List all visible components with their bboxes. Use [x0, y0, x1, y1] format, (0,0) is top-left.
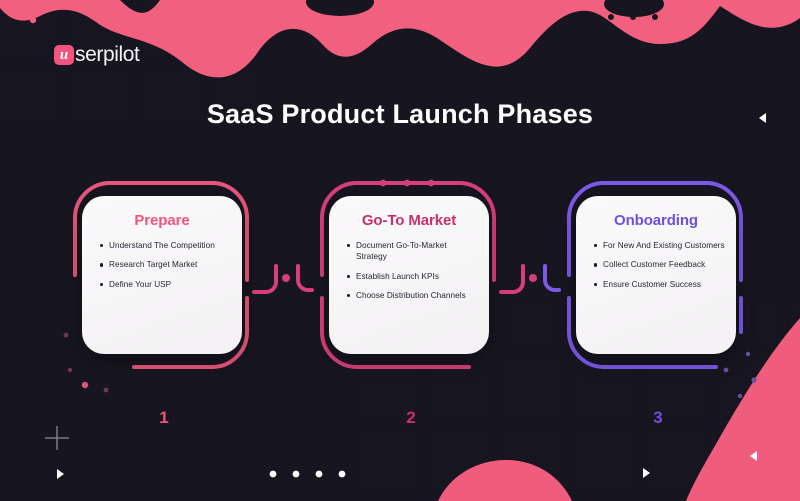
bullet-item: For New And Existing Customers — [594, 240, 726, 251]
scatter-dots-left — [63, 332, 109, 393]
phase-ring-1 — [72, 180, 250, 370]
phase-ring-3 — [566, 180, 744, 370]
phase-number-2: 2 — [406, 408, 416, 427]
phase-content-1: Prepare Understand The Competition Resea… — [82, 196, 242, 354]
connector-phase1-phase2 — [252, 180, 314, 380]
phase-bullets-1: Understand The Competition Research Targ… — [82, 240, 242, 290]
phase-title-1: Prepare — [134, 212, 190, 229]
bottom-dot-row — [269, 470, 346, 478]
bullet-item: Ensure Customer Success — [594, 279, 726, 290]
phase-content-2: Go-To Market Document Go-To-Market Strat… — [329, 196, 489, 354]
logo-mark-icon: u — [54, 45, 74, 65]
logo-wordmark: serpilot — [75, 43, 140, 66]
userpilot-logo[interactable]: u serpilot — [54, 43, 140, 67]
page-title: SaaS Product Launch Phases — [206, 99, 594, 129]
triangle-marker-left-icon — [57, 469, 64, 479]
bullet-item: Understand The Competition — [100, 240, 232, 251]
phase-card-2[interactable]: Go-To Market Document Go-To-Market Strat… — [311, 179, 511, 427]
phase-card-1[interactable]: Prepare Understand The Competition Resea… — [64, 180, 264, 427]
phase-bullets-2: Document Go-To-Market Strategy Establish… — [329, 240, 489, 302]
phase-list: Prepare Understand The Competition Resea… — [0, 179, 800, 430]
phase-title-3: Onboarding — [614, 212, 698, 229]
phase-content-3: Onboarding For New And Existing Customer… — [576, 196, 736, 354]
triangle-marker-top-icon — [759, 113, 766, 123]
triangle-marker-right-icon — [750, 451, 757, 461]
phase-number-1: 1 — [159, 408, 169, 427]
bullet-item: Choose Distribution Channels — [347, 290, 479, 301]
triangle-marker-mid-icon — [643, 468, 650, 478]
bullet-item: Define Your USP — [100, 279, 232, 290]
bullet-item: Collect Customer Feedback — [594, 259, 726, 270]
bullet-item: Research Target Market — [100, 259, 232, 270]
phase-ring-2 — [319, 179, 497, 370]
phase-card-3[interactable]: Onboarding For New And Existing Customer… — [558, 180, 758, 427]
phase-bullets-3: For New And Existing Customers Collect C… — [576, 240, 736, 290]
plus-marker-icon — [45, 426, 69, 450]
phase-number-3: 3 — [653, 408, 663, 427]
connector-phase2-phase3 — [499, 180, 561, 380]
bullet-item: Establish Launch KPIs — [347, 271, 479, 282]
phase-title-2: Go-To Market — [361, 212, 457, 229]
bullet-item: Document Go-To-Market Strategy — [347, 240, 479, 263]
